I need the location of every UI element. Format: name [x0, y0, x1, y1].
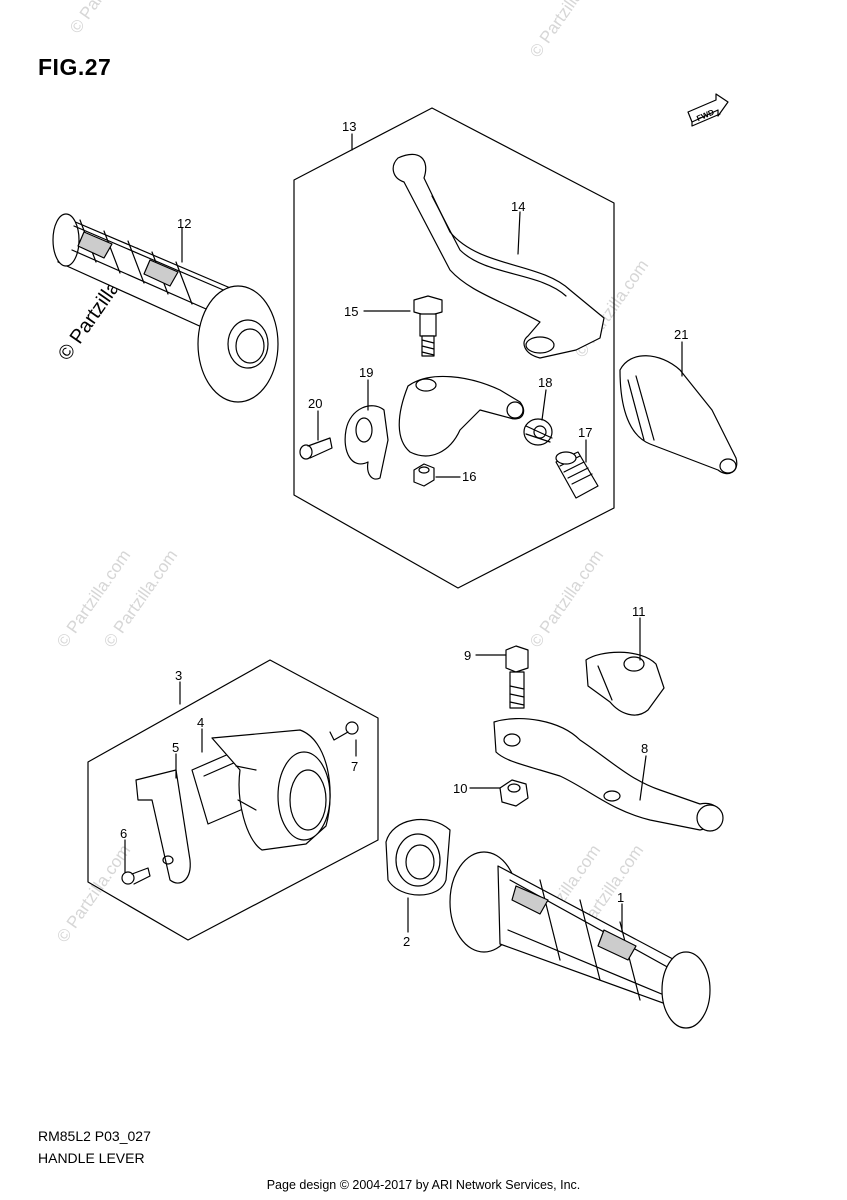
callout-11: 11: [632, 604, 646, 619]
kit-box-3: [87, 659, 379, 941]
part-17-adjuster-bolt: [555, 451, 599, 499]
part-6-screw: [121, 867, 151, 885]
callout-3: 3: [175, 668, 182, 683]
footer-credit: Page design © 2004-2017 by ARI Network S…: [266, 1178, 581, 1192]
callout-16: 16: [462, 469, 476, 484]
part-10-nut: [499, 779, 529, 807]
callout-13: 13: [342, 119, 356, 134]
callout-1: 1: [617, 890, 624, 905]
callout-2: 2: [403, 934, 410, 949]
callout-21: 21: [674, 327, 688, 342]
kit-box-13: [293, 107, 615, 589]
throttle-housing: [211, 729, 331, 851]
callout-14: 14: [511, 199, 525, 214]
callout-4: 4: [197, 715, 204, 730]
part-8-brake-lever: [493, 717, 724, 832]
callout-19: 19: [359, 365, 373, 380]
part-16-nut: [413, 463, 435, 487]
callout-9: 9: [464, 648, 471, 663]
figure-title: FIG.27: [38, 54, 112, 80]
callout-12: 12: [177, 216, 191, 231]
part-11-holder: [585, 651, 665, 716]
part-19-lever-holder: [344, 375, 525, 480]
part-14-clutch-lever: [392, 153, 605, 359]
part-2-collar: [385, 818, 451, 896]
callout-18: 18: [538, 375, 552, 390]
part-12-left-grip: [52, 213, 279, 403]
callout-17: 17: [578, 425, 592, 440]
forward-arrow-icon: [687, 93, 729, 127]
part-5-cover-plate: [135, 769, 191, 884]
callout-5: 5: [172, 740, 179, 755]
part-21-lever-cover: [619, 355, 738, 475]
callout-8: 8: [641, 741, 648, 756]
callout-6: 6: [120, 826, 127, 841]
callout-7: 7: [351, 759, 358, 774]
callout-15: 15: [344, 304, 358, 319]
part-20-screw: [299, 437, 333, 460]
part-1-right-grip: [449, 851, 711, 1029]
model-code: RM85L2 P03_027: [38, 1128, 151, 1144]
callout-20: 20: [308, 396, 322, 411]
part-15-bolt: [413, 295, 443, 357]
part-18-adjuster-nut: [523, 418, 553, 446]
part-7-screw: [329, 721, 359, 741]
part-9-bolt: [505, 645, 529, 709]
section-name: HANDLE LEVER: [38, 1150, 145, 1166]
callout-10: 10: [453, 781, 467, 796]
